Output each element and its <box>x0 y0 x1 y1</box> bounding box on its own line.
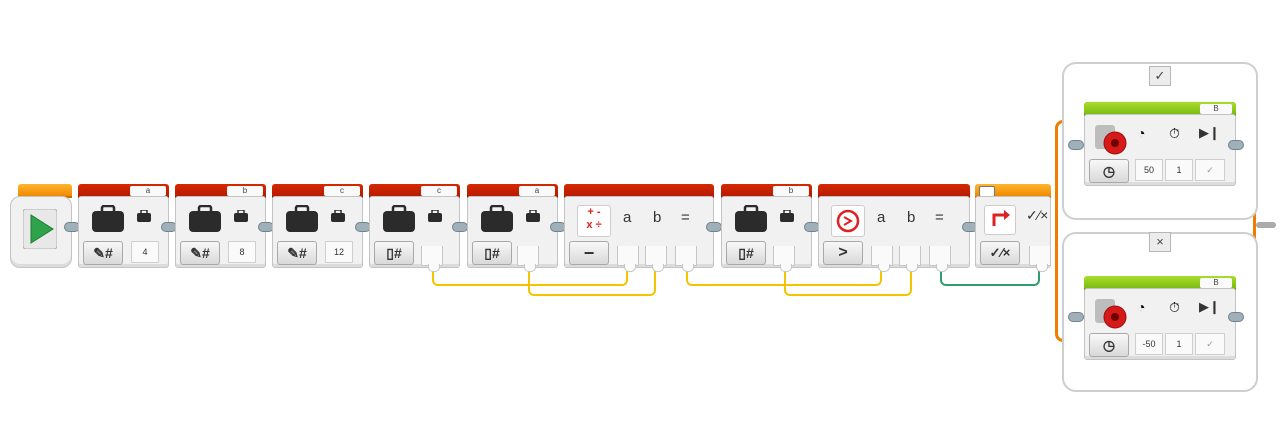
sequence-plug <box>1068 312 1084 322</box>
rotations-input[interactable]: 1 <box>1165 159 1193 181</box>
medium-motor-block-false[interactable]: ◔ ⏱ ▶❙ ◷ -50 1 ✓ <box>1084 288 1236 360</box>
output-port[interactable] <box>773 246 795 272</box>
math-input-b-port[interactable] <box>645 246 667 272</box>
variable-read-block-c[interactable]: ▯# <box>369 196 460 268</box>
variable-write-block-b[interactable]: ✎# 8 <box>175 196 266 268</box>
rotations-icon: ⏱ <box>1169 125 1180 141</box>
motor-port-label[interactable]: B <box>1200 104 1232 114</box>
start-block[interactable] <box>10 196 72 268</box>
compare-mode-selector[interactable]: > <box>823 241 863 265</box>
value-input[interactable]: 4 <box>131 241 159 263</box>
logic-icon: ✓⁄× <box>1026 207 1049 223</box>
variable-name-label[interactable]: c <box>324 186 360 196</box>
math-mode-selector[interactable]: − <box>569 241 609 265</box>
math-input-a-label: a <box>623 209 632 226</box>
small-briefcase-icon <box>234 209 248 227</box>
value-input[interactable]: 12 <box>325 241 353 263</box>
sequence-plug <box>1068 140 1084 150</box>
switch-exit-plug <box>1256 222 1276 228</box>
motor-mode-selector[interactable]: ◷ <box>1089 333 1129 357</box>
play-icon[interactable] <box>22 208 58 250</box>
motor-port-label[interactable]: B <box>1200 278 1232 288</box>
variable-name-label[interactable]: a <box>519 186 555 196</box>
sequence-plug <box>706 222 722 232</box>
variable-read-block-b[interactable]: ▯# <box>721 196 812 268</box>
mode-selector-read-numeric[interactable]: ▯# <box>374 241 414 265</box>
brake-icon: ▶❙ <box>1199 125 1220 140</box>
mode-selector-write-numeric[interactable]: ✎# <box>180 241 220 265</box>
math-output-port[interactable] <box>675 246 697 272</box>
data-wire-compare-to-switch[interactable] <box>940 268 1040 286</box>
math-input-b-label: b <box>653 209 662 226</box>
variable-write-block-c[interactable]: ✎# 12 <box>272 196 363 268</box>
small-briefcase-icon <box>526 209 540 227</box>
medium-motor-block-true[interactable]: ◔ ⏱ ▶❙ ◷ 50 1 ✓ <box>1084 114 1236 186</box>
briefcase-icon <box>91 204 125 238</box>
small-briefcase-icon <box>428 209 442 227</box>
true-case-tab[interactable]: ✓ <box>1149 66 1171 86</box>
motor-icon <box>1093 121 1129 162</box>
variable-name-label[interactable]: c <box>421 186 457 196</box>
briefcase-icon <box>188 204 222 238</box>
power-icon: ◔ <box>1137 125 1146 141</box>
motor-icon <box>1093 295 1129 336</box>
variable-name-label[interactable]: b <box>773 186 809 196</box>
brake-checkbox[interactable]: ✓ <box>1195 333 1225 355</box>
mode-selector-write-numeric[interactable]: ✎# <box>277 241 317 265</box>
rotations-input[interactable]: 1 <box>1165 333 1193 355</box>
math-input-a-port[interactable] <box>617 246 639 272</box>
variable-read-block-a[interactable]: ▯# <box>467 196 558 268</box>
briefcase-icon <box>734 204 768 238</box>
value-input[interactable]: 8 <box>228 241 256 263</box>
sequence-plug <box>1228 140 1244 150</box>
variable-name-label[interactable]: b <box>227 186 263 196</box>
variable-name-label[interactable]: a <box>130 186 166 196</box>
power-input[interactable]: -50 <box>1135 333 1163 355</box>
small-briefcase-icon <box>137 209 151 227</box>
compare-input-a-port[interactable] <box>871 246 893 272</box>
variable-write-block-a[interactable]: ✎# 4 <box>78 196 169 268</box>
compare-block[interactable]: a b = > <box>818 196 970 268</box>
compare-icon <box>831 205 865 237</box>
math-output-label: = <box>681 209 690 226</box>
data-wire-c-to-math-a[interactable] <box>432 268 628 286</box>
mode-selector-read-numeric[interactable]: ▯# <box>726 241 766 265</box>
false-case-tab[interactable]: × <box>1149 232 1171 252</box>
switch-bracket-left <box>1055 120 1065 342</box>
power-icon: ◔ <box>1137 299 1146 315</box>
mode-selector-write-numeric[interactable]: ✎# <box>83 241 123 265</box>
compare-output-label: = <box>935 209 944 226</box>
sequence-plug <box>452 222 468 232</box>
compare-output-port[interactable] <box>929 246 951 272</box>
output-port[interactable] <box>517 246 539 272</box>
compare-input-b-label: b <box>907 209 916 226</box>
switch-input-port[interactable] <box>1029 246 1051 272</box>
data-wire-b-to-compare-b[interactable] <box>784 268 912 296</box>
power-input[interactable]: 50 <box>1135 159 1163 181</box>
motor-mode-selector[interactable]: ◷ <box>1089 159 1129 183</box>
briefcase-icon <box>480 204 514 238</box>
mode-selector-read-numeric[interactable]: ▯# <box>472 241 512 265</box>
output-port[interactable] <box>421 246 443 272</box>
small-briefcase-icon <box>780 209 794 227</box>
briefcase-icon <box>382 204 416 238</box>
rotations-icon: ⏱ <box>1169 299 1180 315</box>
data-wire-a-to-math-b[interactable] <box>528 268 656 296</box>
math-operators-icon: + -x ÷ <box>577 205 611 237</box>
briefcase-icon <box>285 204 319 238</box>
sequence-plug <box>1228 312 1244 322</box>
compare-input-b-port[interactable] <box>899 246 921 272</box>
switch-mode-selector[interactable]: ✓⁄× <box>980 241 1020 265</box>
math-block[interactable]: + -x ÷ a b = − <box>564 196 714 268</box>
brake-icon: ▶❙ <box>1199 299 1220 314</box>
compare-input-a-label: a <box>877 209 886 226</box>
small-briefcase-icon <box>331 209 345 227</box>
switch-icon <box>984 205 1016 235</box>
brake-checkbox[interactable]: ✓ <box>1195 159 1225 181</box>
